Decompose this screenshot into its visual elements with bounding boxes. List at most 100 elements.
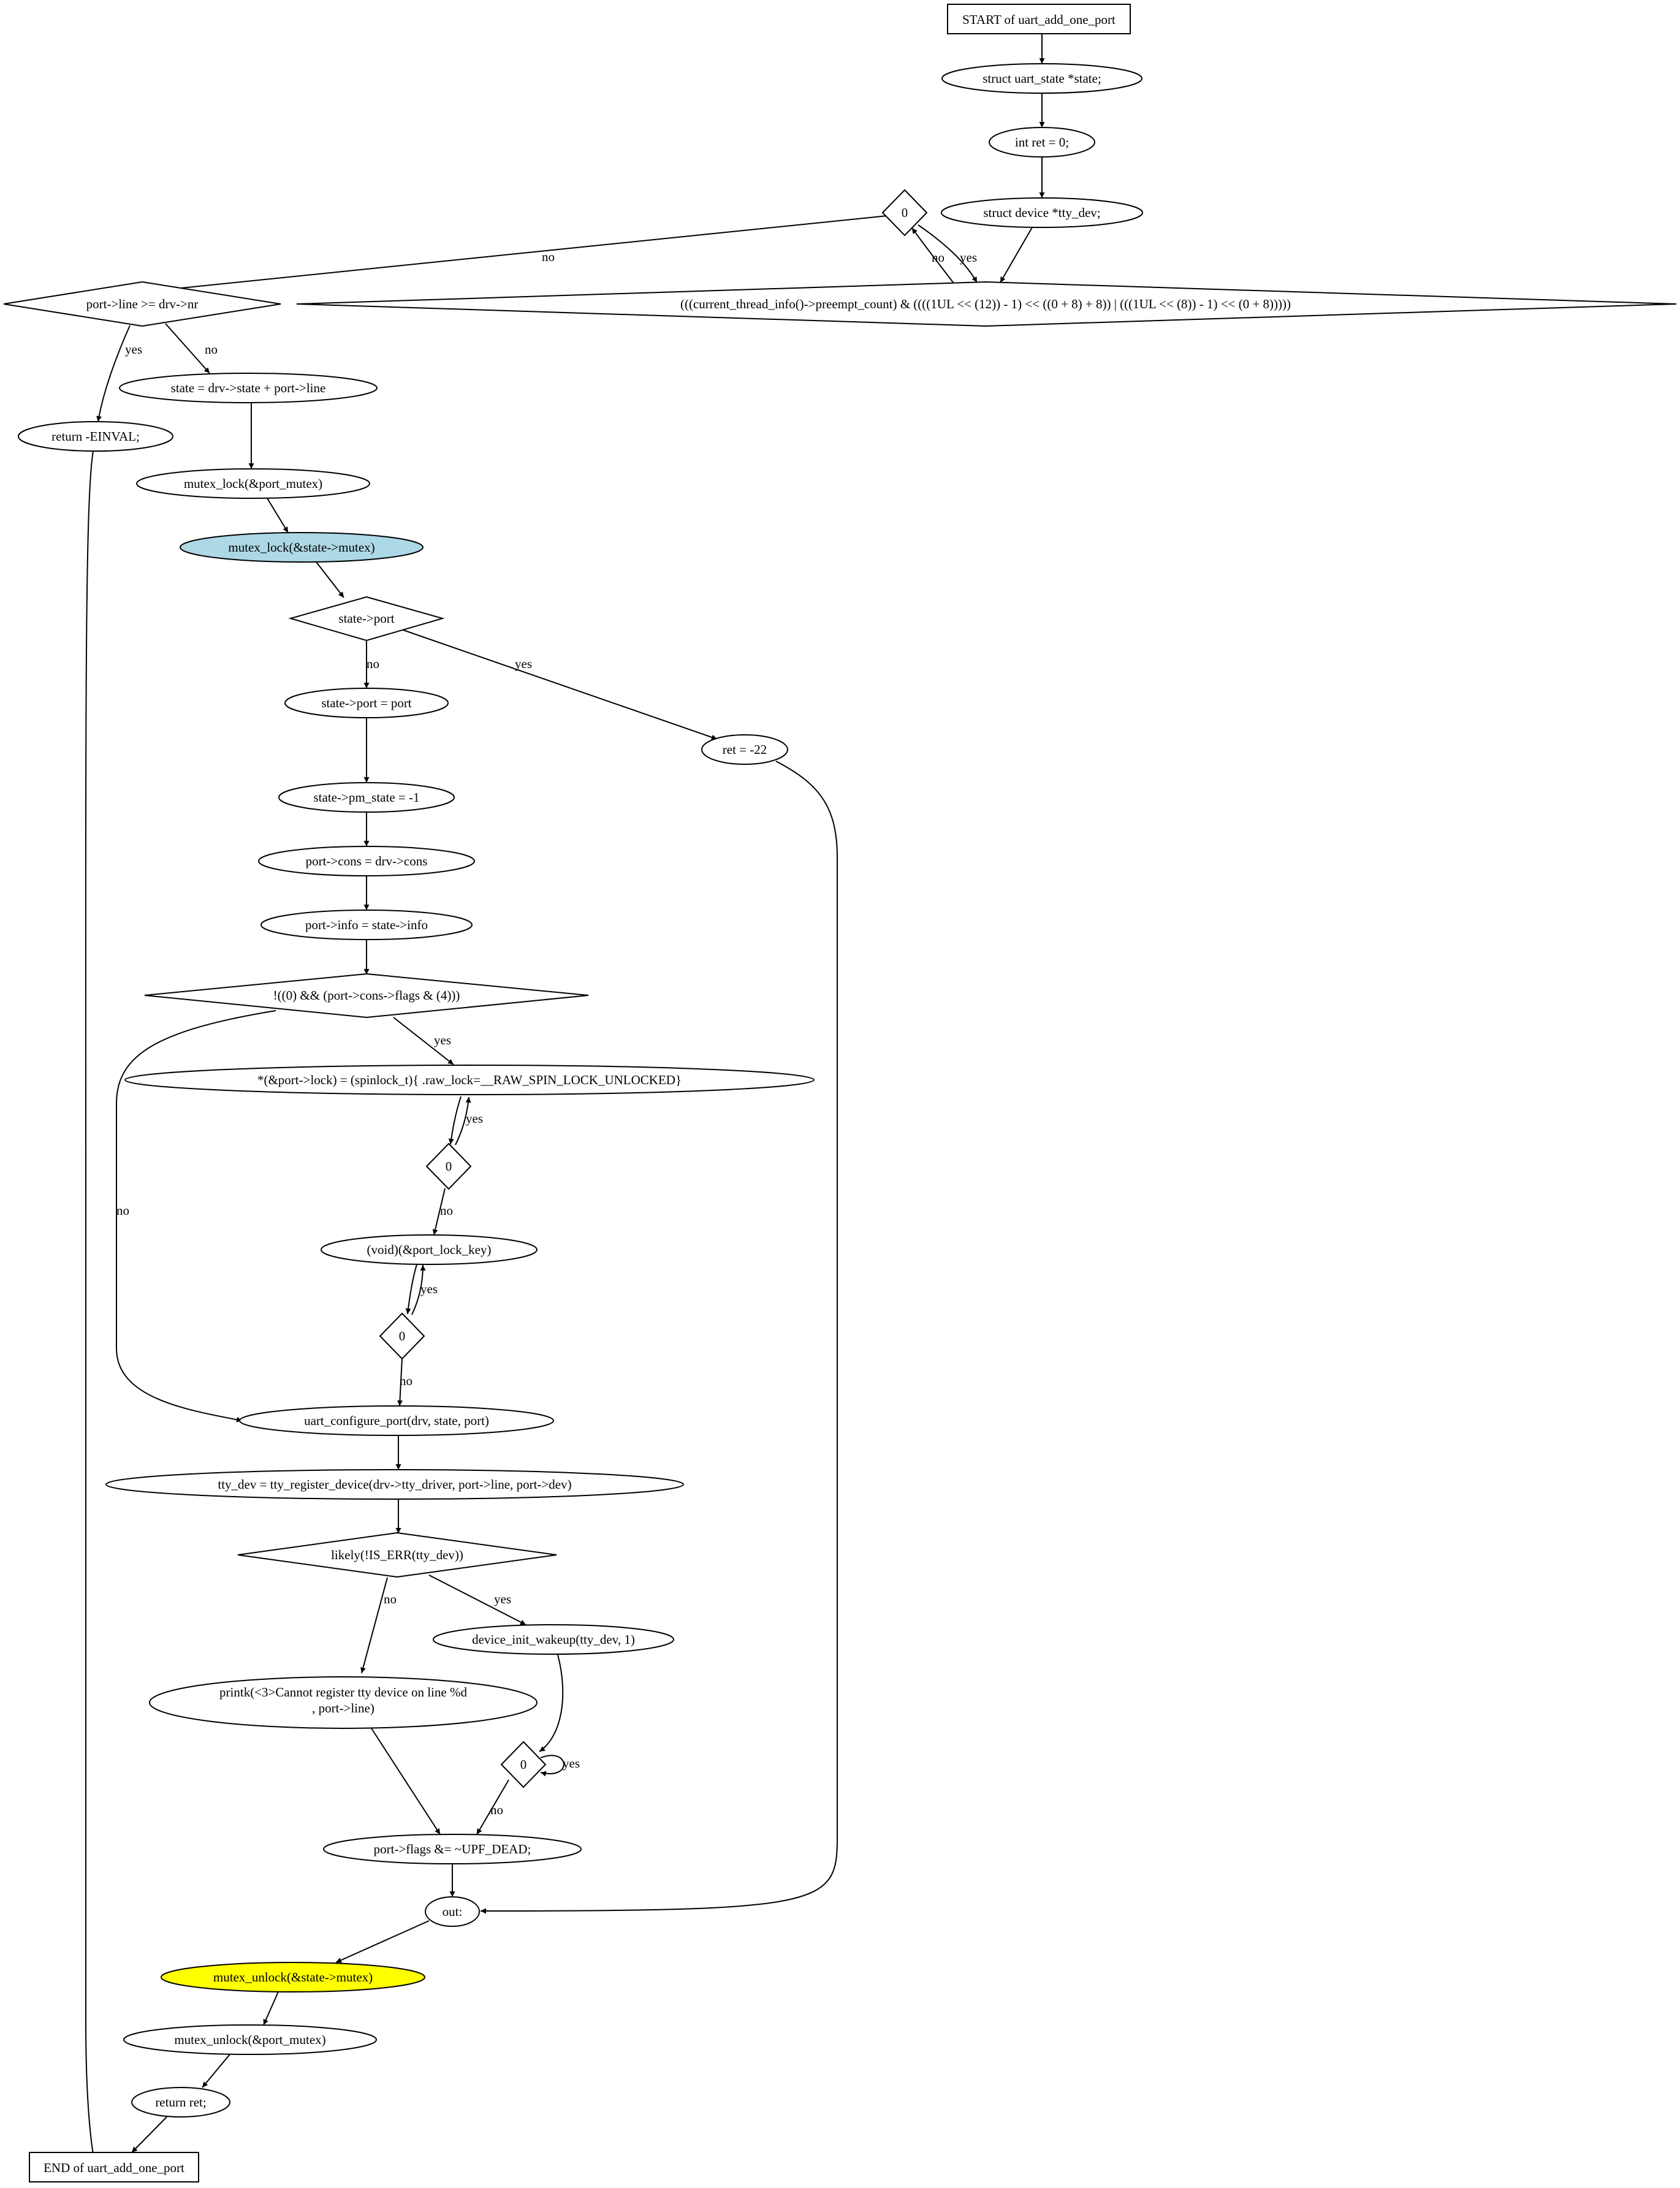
edge-unlock-state-to-unlock-port (263, 1991, 279, 2026)
node-end[interactable]: END of uart_add_one_port (29, 2152, 199, 2182)
svg-text:, port->line): , port->line) (312, 1701, 374, 1715)
node-register-device[interactable]: tty_dev = tty_register_device(drv->tty_d… (105, 1469, 684, 1500)
edge-state-port-yes-to-ret (401, 629, 718, 740)
node-void-lock-key[interactable]: (void)(&port_lock_key) (321, 1234, 538, 1265)
svg-text:state->port = port: state->port = port (321, 696, 411, 710)
node-lock-state-mutex[interactable]: mutex_lock(&state->mutex) (180, 532, 424, 563)
svg-text:port->info = state->info: port->info = state->info (305, 917, 428, 932)
svg-text:struct uart_state *state;: struct uart_state *state; (983, 71, 1101, 86)
edge-labels: no no yes yes no no yes yes no yes no ye… (116, 249, 977, 1817)
node-cond-preempt[interactable]: (((current_thread_info()->preempt_count)… (296, 281, 1677, 327)
svg-text:state->pm_state = -1: state->pm_state = -1 (314, 790, 420, 805)
edge-label-cons-flags-no: no (116, 1203, 129, 1218)
node-cond-zero-wake[interactable]: 0 (500, 1741, 547, 1788)
svg-text:port->cons = drv->cons: port->cons = drv->cons (306, 854, 428, 868)
node-start[interactable]: START of uart_add_one_port (947, 4, 1131, 34)
edge-label-zero-wake-yes: yes (563, 1756, 580, 1771)
node-cond-cons-flags[interactable]: !((0) && (port->cons->flags & (4))) (144, 973, 589, 1019)
svg-text:struct device *tty_dev;: struct device *tty_dev; (983, 205, 1100, 220)
node-assign-cons[interactable]: port->cons = drv->cons (258, 846, 475, 876)
svg-text:ret = -22: ret = -22 (723, 742, 767, 757)
edge-cons-flags-no-to-configure (116, 1010, 276, 1423)
svg-text:0: 0 (399, 1329, 406, 1343)
node-decl-tty[interactable]: struct device *tty_dev; (941, 197, 1143, 228)
edge-zero-key-no-to-configure (397, 1358, 403, 1407)
edge-label-state-port-yes: yes (515, 656, 532, 671)
edge-label-top-zero-no-left: no (542, 249, 555, 264)
edge-label-zero-key-yes: yes (420, 1282, 438, 1296)
edge-assign-lock-to-zero-lock (448, 1096, 462, 1145)
node-configure-port[interactable]: uart_configure_port(drv, state, port) (239, 1405, 554, 1436)
node-assign-state-port[interactable]: state->port = port (284, 688, 449, 718)
node-unlock-state-mutex[interactable]: mutex_unlock(&state->mutex) (161, 1962, 425, 1992)
edge-zero-top-yes-to-preempt (918, 224, 978, 283)
node-cond-line[interactable]: port->line >= drv->nr (3, 281, 281, 327)
node-clear-flags[interactable]: port->flags &= ~UPF_DEAD; (323, 1834, 582, 1864)
edges (85, 34, 1045, 2173)
edge-label-top-zero-yes: yes (960, 250, 977, 265)
node-cond-is-err[interactable]: likely(!IS_ERR(tty_dev)) (237, 1532, 557, 1578)
edge-ret-to-out (480, 761, 838, 1914)
edge-line-yes-to-einval (96, 325, 131, 422)
svg-text:printk(<3>Cannot register tty: printk(<3>Cannot register tty device on … (219, 1685, 467, 1700)
node-unlock-port-mutex[interactable]: mutex_unlock(&port_mutex) (123, 2024, 377, 2055)
node-assign-lock[interactable]: *(&port->lock) = (spinlock_t){ .raw_lock… (124, 1065, 815, 1095)
node-assign-pm-state[interactable]: state->pm_state = -1 (278, 782, 455, 813)
highlight-yellow-shape (161, 1962, 425, 1992)
edge-is-err-yes-to-wakeup (428, 1575, 526, 1625)
svg-text:out:: out: (443, 1904, 463, 1919)
node-cond-zero-key[interactable]: 0 (379, 1312, 425, 1360)
svg-text:state->port: state->port (338, 611, 394, 626)
node-lock-port-mutex[interactable]: mutex_lock(&port_mutex) (136, 468, 370, 499)
edge-zero-top-no-to-line (169, 215, 888, 292)
svg-text:port->line >= drv->nr: port->line >= drv->nr (86, 297, 199, 311)
svg-text:(((current_thread_info()->pree: (((current_thread_info()->preempt_count)… (680, 297, 1291, 311)
svg-text:!((0) && (port->cons->flags &: !((0) && (port->cons->flags & (4))) (273, 988, 460, 1003)
edge-zero-key-yes-to-void-key (411, 1264, 426, 1315)
edge-wakeup-to-zero-wake (539, 1654, 564, 1752)
edge-return-ret-to-end (131, 2116, 167, 2153)
edge-zero-wake-no-to-clear-flags (476, 1779, 509, 1835)
node-label-out[interactable]: out: (425, 1896, 480, 1927)
svg-text:mutex_lock(&port_mutex): mutex_lock(&port_mutex) (184, 476, 322, 491)
node-assign-state[interactable]: state = drv->state + port->line (119, 373, 378, 403)
svg-text:0: 0 (520, 1757, 527, 1772)
edge-zero-lock-no-to-void-key (432, 1188, 446, 1236)
node-device-wakeup[interactable]: device_init_wakeup(tty_dev, 1) (433, 1624, 674, 1655)
edge-zero-lock-yes-to-assign-lock (455, 1096, 471, 1145)
node-cond-zero-top[interactable]: 0 (881, 189, 928, 237)
node-decl-ret[interactable]: int ret = 0; (989, 127, 1095, 158)
edge-out-to-unlock-state (335, 1920, 430, 1963)
node-printk[interactable]: printk(<3>Cannot register tty device on … (149, 1676, 538, 1729)
svg-text:(void)(&port_lock_key): (void)(&port_lock_key) (367, 1242, 492, 1257)
svg-text:return ret;: return ret; (155, 2095, 206, 2110)
node-cond-state-port[interactable]: state->port (288, 596, 445, 642)
svg-text:state = drv->state + port->lin: state = drv->state + port->line (171, 381, 326, 395)
edge-lock-state-to-state-port (316, 561, 344, 598)
edge-zero-wake-yes-self (540, 1755, 564, 1777)
node-return-ret[interactable]: return ret; (131, 2087, 230, 2118)
node-return-einval[interactable]: return -EINVAL; (18, 421, 173, 452)
svg-text:0: 0 (446, 1159, 452, 1174)
svg-text:mutex_lock(&state->mutex): mutex_lock(&state->mutex) (228, 540, 374, 555)
svg-text:return -EINVAL;: return -EINVAL; (51, 429, 140, 444)
node-cond-zero-lock[interactable]: 0 (425, 1142, 472, 1190)
edge-printk-to-clear-flags (371, 1728, 441, 1835)
node-decl-state[interactable]: struct uart_state *state; (941, 63, 1142, 94)
edge-lock-port-to-lock-state (267, 498, 289, 533)
edge-label-top-zero-no: no (932, 250, 945, 265)
svg-text:likely(!IS_ERR(tty_dev)): likely(!IS_ERR(tty_dev)) (331, 1548, 463, 1562)
edge-label-zero-lock-no: no (440, 1203, 453, 1218)
node-assign-ret[interactable]: ret = -22 (701, 734, 788, 765)
edge-label-zero-lock-yes: yes (466, 1111, 483, 1126)
edge-label-zero-wake-no: no (490, 1802, 503, 1817)
svg-text:0: 0 (902, 205, 908, 220)
svg-text:START of uart_add_one_port: START of uart_add_one_port (962, 12, 1116, 27)
svg-text:tty_dev = tty_register_device(: tty_dev = tty_register_device(drv->tty_d… (218, 1477, 571, 1492)
edge-einval-to-end (85, 450, 99, 2173)
svg-text:port->flags &= ~UPF_DEAD;: port->flags &= ~UPF_DEAD; (374, 1842, 531, 1856)
nodes: START of uart_add_one_port struct uart_s… (3, 4, 1677, 2182)
node-assign-info[interactable]: port->info = state->info (260, 910, 473, 940)
